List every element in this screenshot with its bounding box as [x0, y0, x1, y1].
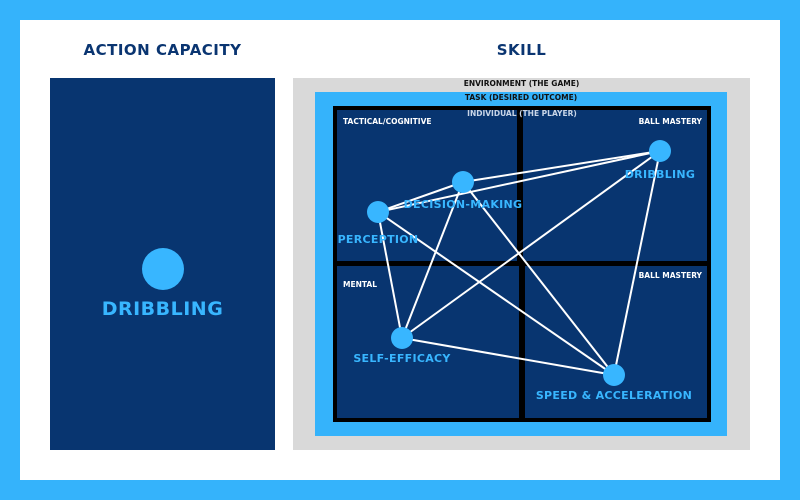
node-decision-making [452, 171, 474, 193]
edge-dribbling-speed-acceleration [613, 150, 661, 376]
node-self-efficacy [391, 327, 413, 349]
node-label-speed-acceleration: SPEED & ACCELERATION [535, 389, 693, 402]
node-speed-acceleration [603, 364, 625, 386]
environment-label: ENVIRONMENT (THE GAME) [463, 79, 580, 88]
edge-decision-making-speed-acceleration [462, 181, 615, 376]
edge-dribbling-self-efficacy [401, 150, 661, 339]
edge-perception-speed-acceleration [377, 211, 615, 376]
quadrant-label-ball-mastery-bottom: BALL MASTERY [638, 271, 702, 280]
quadrant-label-tactical-cognitive: TACTICAL/COGNITIVE [343, 117, 432, 126]
action-capacity-node [142, 248, 184, 290]
quadrant-ball-mastery-bottom [525, 266, 707, 418]
edge-perception-dribbling [377, 150, 661, 213]
node-label-perception: PERCEPTION [337, 233, 419, 246]
edge-self-efficacy-speed-acceleration [401, 337, 615, 376]
edge-decision-making-dribbling [462, 150, 661, 183]
individual-label: INDIVIDUAL (THE PLAYER) [467, 109, 577, 118]
edge-decision-making-self-efficacy [401, 181, 464, 339]
node-perception [367, 201, 389, 223]
edge-perception-decision-making [377, 181, 464, 213]
node-label-decision-making: DECISION-MAKING [403, 198, 523, 211]
node-dribbling [649, 140, 671, 162]
quadrant-label-ball-mastery-top: BALL MASTERY [638, 117, 702, 126]
quadrant-label-mental: MENTAL [343, 280, 377, 289]
action-capacity-label: DRIBBLING [101, 298, 224, 320]
action-capacity-heading: ACTION CAPACITY [83, 41, 242, 59]
task-label: TASK (DESIRED OUTCOME) [464, 93, 578, 102]
quadrant-tactical-cognitive [337, 110, 517, 261]
skill-heading: SKILL [496, 41, 547, 59]
node-label-self-efficacy: SELF-EFFICACY [353, 352, 451, 365]
edge-perception-self-efficacy [377, 211, 403, 339]
quadrant-ball-mastery-top [523, 110, 707, 261]
node-label-dribbling: DRIBBLING [624, 168, 696, 181]
